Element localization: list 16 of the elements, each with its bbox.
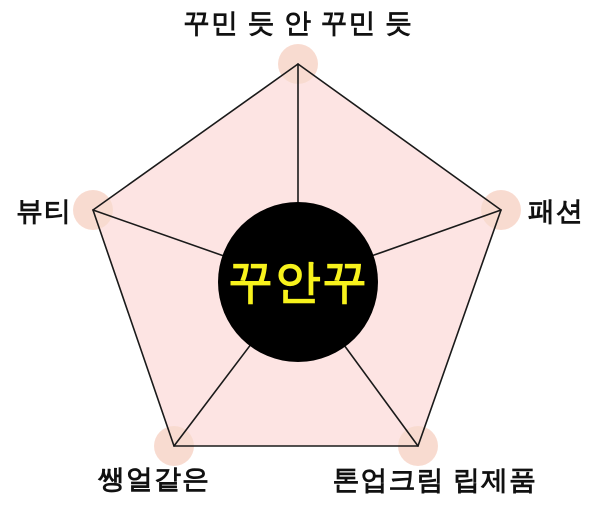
connector-line (297, 63, 502, 211)
connector-line (92, 63, 299, 211)
vertex-label: 쌩얼같은 (98, 465, 210, 495)
connector-line (297, 63, 299, 203)
vertex-label: 패션 (528, 197, 584, 227)
connector-line (92, 209, 224, 256)
connector-line (417, 209, 502, 447)
connector-line (173, 445, 419, 447)
vertex-label: 꾸민 듯 안 꾸민 듯 (183, 9, 413, 39)
connector-line (92, 209, 175, 447)
connector-line (372, 209, 502, 256)
vertex-label: 뷰티 (16, 197, 72, 227)
connector-line (344, 346, 419, 447)
connector-line (173, 345, 251, 447)
hub-label: 꾸안꾸 (228, 254, 368, 309)
vertex-label: 톤업크림 립제품 (332, 466, 538, 496)
